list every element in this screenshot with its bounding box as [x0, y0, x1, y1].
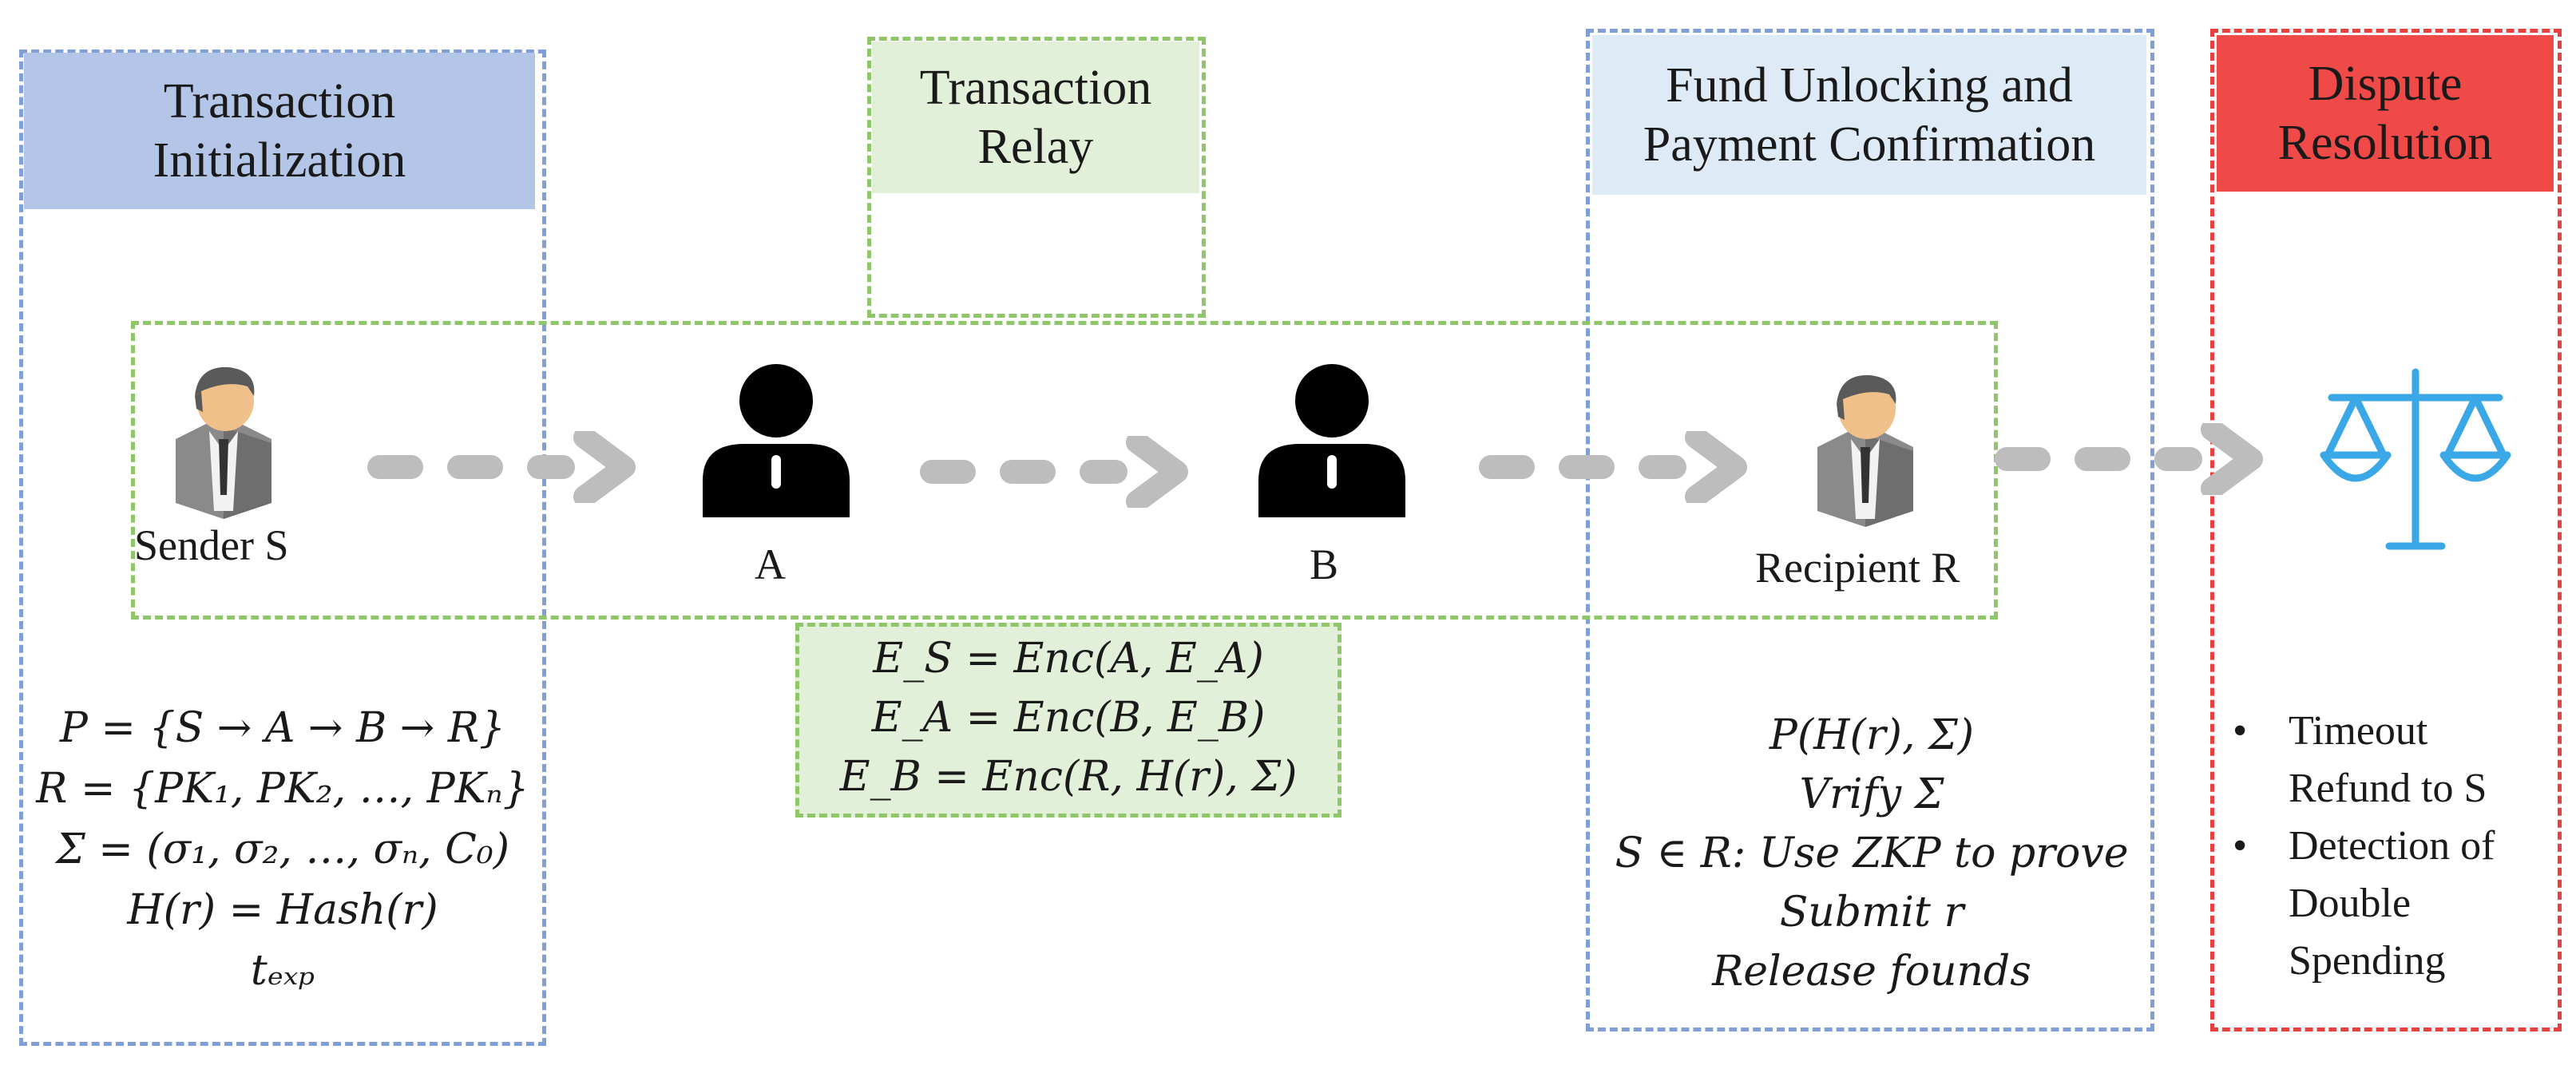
- equation-line: E_B = Enc(R, H(r), Σ): [839, 753, 1298, 801]
- equation-line: H(r) = Hash(r): [127, 886, 438, 934]
- person-silhouette-icon: [1258, 364, 1405, 517]
- equation-line: Σ = (σ₁, σ₂, …, σₙ, C₀): [55, 826, 510, 873]
- business-person-icon: [176, 366, 271, 519]
- dispute-items: Timeout Refund to S Detection of Double …: [2233, 703, 2552, 990]
- arrow-a-to-b: [920, 436, 1188, 508]
- dispute-item-double-spending: Detection of Double Spending: [2233, 818, 2552, 990]
- equation-line: E_S = Enc(A, E_A): [873, 635, 1264, 683]
- arrow-recipient-to-dispute: [1995, 423, 2263, 495]
- equation-line: tₑₓₚ: [250, 947, 315, 995]
- scales-of-justice-icon: [2320, 368, 2511, 550]
- fund-step: Vrify Σ: [1799, 770, 1944, 818]
- arrow-b-to-recipient: [1479, 431, 1747, 503]
- fund-phase-title: Fund Unlocking and Payment Confirmation: [1592, 35, 2146, 195]
- sender-label: Sender S: [134, 521, 289, 569]
- dispute-phase-title: Dispute Resolution: [2217, 35, 2554, 192]
- dispute-phase-box: [2210, 29, 2562, 1031]
- fund-step: Release founds: [1712, 948, 2031, 996]
- person-silhouette-icon: [703, 364, 850, 517]
- fund-steps: P(H(r), Σ) Vrify Σ S ∈ R: Use ZKP to pro…: [1594, 706, 2150, 1001]
- relay-header-box: [867, 37, 1206, 318]
- relay-equations-box: [795, 623, 1342, 818]
- dispute-item-timeout: Timeout Refund to S: [2233, 703, 2552, 818]
- relay-phase-title: Transaction Relay: [872, 42, 1199, 193]
- node-b-label: B: [1310, 540, 1339, 588]
- node-a-label: A: [755, 540, 786, 588]
- fund-step: Submit r: [1779, 889, 1964, 936]
- equation-line: P = {S → A → B → R}: [59, 704, 506, 752]
- equation-line: E_A = Enc(B, E_B): [871, 694, 1266, 742]
- business-person-icon: [1817, 374, 1913, 527]
- init-phase-title: Transaction Initialization: [24, 53, 535, 209]
- init-phase-box: [19, 49, 546, 1046]
- init-equations: P = {S → A → B → R} R = {PK₁, PK₂, …, PK…: [27, 698, 538, 1001]
- arrow-sender-to-a: [367, 431, 636, 503]
- flow-band: [131, 321, 1998, 620]
- recipient-label: Recipient R: [1755, 544, 1960, 592]
- fund-step: P(H(r), Σ): [1769, 711, 1975, 759]
- relay-equations: E_S = Enc(A, E_A) E_A = Enc(B, E_B) E_B …: [799, 629, 1338, 806]
- fund-step: S ∈ R: Use ZKP to prove: [1615, 829, 2129, 877]
- fund-phase-box: [1586, 29, 2154, 1031]
- equation-line: R = {PK₁, PK₂, …, PKₙ}: [36, 765, 529, 813]
